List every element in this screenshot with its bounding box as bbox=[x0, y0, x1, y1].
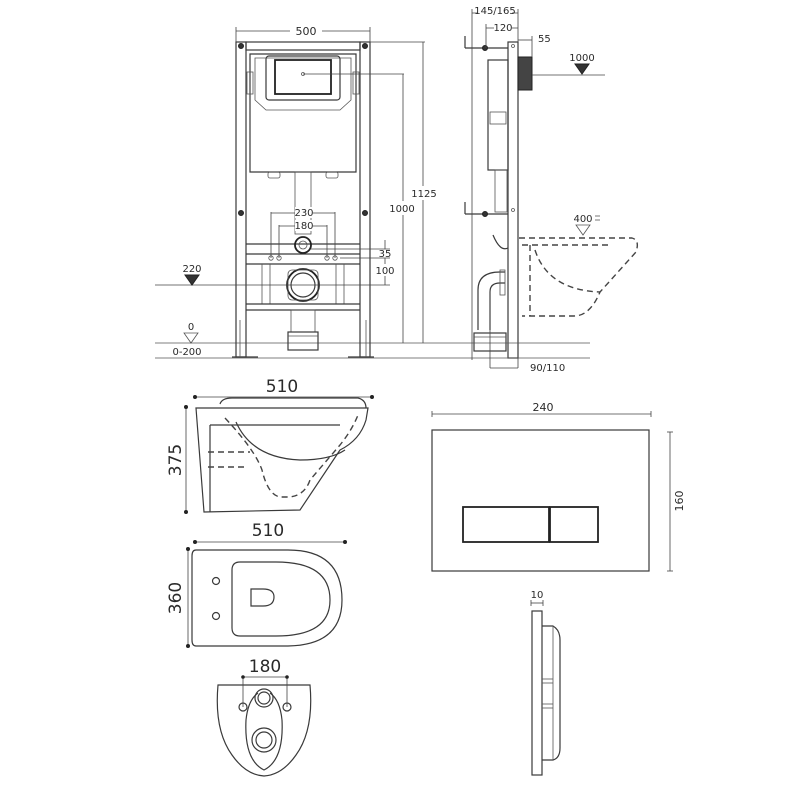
dim-plate-width: 240 bbox=[533, 401, 554, 414]
dim-offset-35: 35 bbox=[379, 249, 392, 260]
dim-top-length: 510 bbox=[252, 521, 284, 541]
dim-flush-height: 1000 bbox=[389, 204, 414, 215]
dim-bowl-height: 375 bbox=[166, 444, 186, 476]
dim-depth-inner: 120 bbox=[493, 23, 512, 34]
bowl-rear-view: 180 bbox=[216, 657, 312, 777]
dim-leg-adjust: 0-200 bbox=[172, 347, 201, 358]
dim-plate-thickness: 10 bbox=[531, 590, 544, 601]
dim-drain-offset: 90/110 bbox=[530, 363, 565, 374]
dim-bolt-spacing: 180 bbox=[249, 657, 281, 677]
dim-inner-span: 180 bbox=[294, 221, 313, 232]
dim-plate-height: 160 bbox=[673, 491, 686, 512]
frame-side-view: 145/165 120 55 1000 400 90/110 bbox=[464, 5, 639, 374]
dim-depth-outer: 145/165 bbox=[474, 6, 516, 17]
dim-total-height: 1125 bbox=[411, 189, 436, 200]
dim-outer-span: 230 bbox=[294, 208, 313, 219]
flush-plate-front-view: 240 160 bbox=[431, 401, 686, 572]
level-drain: 220 bbox=[182, 264, 201, 275]
bowl-side-view: 510 375 bbox=[166, 377, 374, 514]
level-floor: 0 bbox=[188, 322, 194, 333]
frame-front-view: 500 1125 1000 230 180 35 100 220 bbox=[155, 24, 470, 359]
dim-bowl-length: 510 bbox=[266, 377, 298, 397]
level-seat: 400 bbox=[573, 214, 592, 225]
level-flush: 1000 bbox=[569, 53, 594, 64]
dim-plate-offset: 55 bbox=[538, 34, 551, 45]
bowl-top-view: 510 360 bbox=[166, 521, 347, 648]
dim-frame-width: 500 bbox=[296, 25, 317, 38]
dim-top-width: 360 bbox=[166, 582, 186, 614]
dim-offset-100: 100 bbox=[375, 266, 394, 277]
flush-plate-side-view: 10 bbox=[530, 590, 561, 776]
